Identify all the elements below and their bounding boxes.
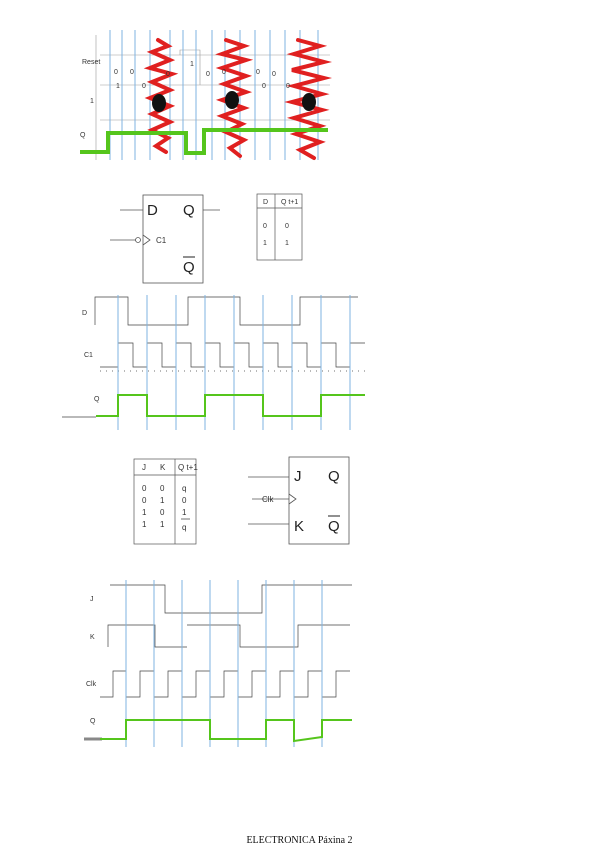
k-signal-2 xyxy=(187,624,350,648)
timing-diagram-jk: J K Clk Q xyxy=(84,580,352,747)
svg-text:0: 0 xyxy=(286,83,290,90)
table-row-cell: 0 xyxy=(285,223,289,230)
table-row-cell: 0 xyxy=(263,223,267,230)
d-flipflop-box xyxy=(142,194,204,284)
label-d: D xyxy=(82,310,87,317)
svg-text:0: 0 xyxy=(142,83,146,90)
j-signal xyxy=(110,584,352,614)
k-input-label: K xyxy=(294,518,304,535)
table-row-cell: 1 xyxy=(142,508,147,517)
label-q: Q xyxy=(80,132,86,139)
diagram1-q-output-trace xyxy=(80,128,328,155)
label-c1: C1 xyxy=(84,352,93,359)
clk-input-label: Clk xyxy=(262,495,275,504)
table-row-cell: q xyxy=(182,523,186,532)
table-row-cell: 1 xyxy=(142,520,147,529)
jk-flipflop-box xyxy=(288,456,350,545)
clk-input-label: C1 xyxy=(156,236,167,245)
jk-table-header-k: K xyxy=(160,463,166,472)
table-row-cell: 1 xyxy=(263,240,267,247)
black-dot-1 xyxy=(152,94,166,112)
svg-text:0: 0 xyxy=(130,69,134,76)
label-q: Q xyxy=(94,396,100,403)
diagram3-q-output-trace xyxy=(100,719,352,743)
svg-text:1: 1 xyxy=(190,61,194,68)
diagram3-signals xyxy=(100,584,352,698)
d-input-label: D xyxy=(147,202,158,219)
table-row-cell: q xyxy=(182,484,186,493)
jk-table-header-qt1: Q t+1 xyxy=(178,463,198,472)
table-row-cell: 1 xyxy=(160,520,165,529)
diagram1-notes: 0 0 0 1 0 0 0 0 1 0 0 0 xyxy=(114,61,290,90)
label-j: J xyxy=(90,596,94,603)
j-input-label: J xyxy=(294,468,302,485)
jk-truth-table: J K Q t+1 0 0 q 0 1 0 1 0 1 1 1 q xyxy=(133,458,198,545)
d-table-header-qt1: Q t+1 xyxy=(281,199,298,206)
diagram1-black-dots xyxy=(152,91,316,112)
svg-text:0: 0 xyxy=(262,83,266,90)
clock-triangle-icon xyxy=(142,234,151,246)
timing-diagram-d: D C1 Q xyxy=(62,295,365,430)
black-dot-2 xyxy=(225,91,239,109)
clk-signal xyxy=(100,670,350,698)
table-row-cell: 0 xyxy=(160,484,165,493)
diagram1-blue-markers xyxy=(109,30,319,160)
timing-diagram-reset: Reset 1 Q 0 0 0 1 0 0 0 0 1 0 0 0 xyxy=(80,30,332,160)
svg-text:0: 0 xyxy=(114,69,118,76)
svg-text:0: 0 xyxy=(256,69,260,76)
label-q: Q xyxy=(90,718,96,725)
svg-text:0: 0 xyxy=(166,71,170,78)
page-footer: ELECTRONICA Páxina 2 xyxy=(246,835,353,846)
diagram2-q-output-trace xyxy=(96,394,365,417)
table-row-cell: 0 xyxy=(142,484,147,493)
table-row-cell: 0 xyxy=(182,496,187,505)
label-clk: Clk xyxy=(86,681,97,688)
svg-text:0: 0 xyxy=(222,69,226,76)
d-signal xyxy=(94,296,358,326)
table-row-cell: 0 xyxy=(142,496,147,505)
black-dot-3 xyxy=(302,93,316,111)
table-row-cell: 1 xyxy=(285,240,289,247)
d-flipflop-symbol: D C1 Q Q xyxy=(110,194,220,284)
qbar-output-label: Q xyxy=(183,259,195,276)
jk-flipflop-symbol: J Clk K Q Q xyxy=(248,456,350,545)
svg-text:0: 0 xyxy=(272,71,276,78)
qbar-output-label: Q xyxy=(328,518,340,535)
k-signal xyxy=(107,624,187,648)
table-row-cell: 0 xyxy=(160,508,165,517)
diagram3-blue-markers xyxy=(125,580,323,747)
clock-signal xyxy=(100,342,365,368)
q-output-label: Q xyxy=(183,202,195,219)
label-1: 1 xyxy=(90,98,94,105)
table-row-cell: 1 xyxy=(160,496,165,505)
svg-text:0: 0 xyxy=(206,71,210,78)
q-output-label: Q xyxy=(328,468,340,485)
table-row-cell: 1 xyxy=(182,508,187,517)
diagram2-signals xyxy=(62,296,365,418)
svg-text:1: 1 xyxy=(116,83,120,90)
label-reset: Reset xyxy=(82,59,100,66)
d-table-header-d: D xyxy=(263,199,268,206)
diagram2-blue-markers xyxy=(117,295,351,430)
label-k: K xyxy=(90,634,95,641)
d-truth-table: D Q t+1 0 0 1 1 xyxy=(256,193,303,261)
clock-triangle-icon xyxy=(288,493,297,505)
jk-table-header-j: J xyxy=(142,463,146,472)
